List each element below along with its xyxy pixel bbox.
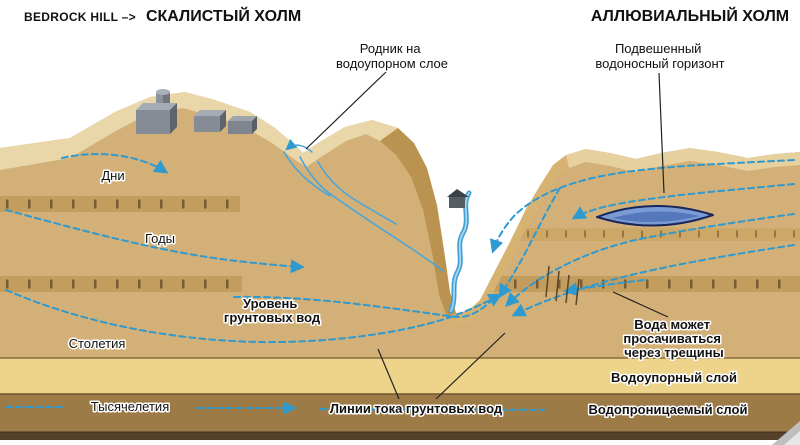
permeable-layer-band: [0, 394, 800, 432]
base-dark-band: [0, 432, 800, 440]
flow-line-years: [5, 209, 305, 274]
hut-body: [449, 197, 465, 208]
building-2-front: [194, 116, 220, 132]
water-table-line2: грунтовых вод: [224, 310, 321, 325]
stripe-left-1: [0, 196, 240, 212]
timescale-millennia: Тысячелетия: [91, 399, 169, 414]
hut: [447, 189, 469, 208]
spring-callout-line1: Родник на: [360, 41, 422, 56]
flow-line-right-1: [489, 159, 795, 254]
timescale-centuries: Столетия: [69, 336, 126, 351]
creek-branch-3: [351, 197, 397, 225]
building-1-side: [170, 103, 177, 134]
permeable-label: Водопроницаемый слой: [589, 402, 748, 417]
terrain: [0, 92, 800, 440]
flow-lines-label: Линии тока грунтовых вод: [330, 401, 503, 416]
lens-core: [612, 211, 700, 223]
timescale-years: Годы: [145, 231, 175, 246]
crack-4: [575, 278, 580, 306]
title-right: АЛЛЮВИАЛЬНЫЙ ХОЛМ: [591, 6, 789, 25]
silo-shade: [163, 92, 170, 112]
spring-pointer-line: [305, 71, 387, 150]
title-left: BEDROCK HILL –> СКАЛИСТЫЙ ХОЛМ: [24, 6, 301, 25]
building-2-side: [220, 110, 226, 132]
creek-main: [299, 156, 444, 272]
seep-pointer-line: [612, 291, 669, 318]
perched-aquifer-lens: [596, 204, 714, 227]
seep-line2: просачиваться: [623, 331, 721, 346]
stripe-left-2: [0, 276, 242, 292]
building-3-roof: [228, 116, 257, 121]
spring-creek: [283, 138, 444, 272]
creek-branch-1: [317, 161, 353, 199]
flow-line-right-4: [511, 244, 795, 317]
timescale-days: Дни: [101, 168, 124, 183]
aquitard-layer-band: [0, 358, 800, 394]
perched-callout: Подвешенный водоносный горизонт: [595, 41, 724, 71]
seep-line3: через трещины: [624, 345, 723, 360]
buildings: [136, 89, 257, 134]
water-table-label: Уровень грунтовых вод: [224, 296, 321, 325]
silo-top: [156, 89, 170, 95]
stream: [448, 190, 472, 314]
seep-line1: Вода может: [634, 317, 710, 332]
flow-line-right-slope: [498, 187, 561, 299]
perched-callout-line2: водоносный горизонт: [595, 56, 724, 71]
crack-1: [545, 265, 550, 298]
building-3-front: [228, 121, 252, 134]
flow-label-pointer-1: [377, 348, 400, 400]
building-2-roof: [194, 110, 226, 116]
stream-highlight: [450, 192, 470, 312]
perched-callout-line1: Подвешенный: [615, 41, 702, 56]
cracks: [545, 265, 580, 306]
pointer-lines: [305, 71, 669, 400]
title-left-prefix: BEDROCK HILL –>: [24, 10, 136, 24]
flow-label-pointer-2: [435, 332, 506, 400]
cross-section-face: [0, 92, 800, 440]
seep-callout: Вода может просачиваться через трещины: [623, 317, 724, 360]
valley-slope-right-shade: [456, 155, 569, 324]
creek-branch-2: [283, 151, 331, 197]
seep-flow-line: [563, 279, 645, 297]
crack-2: [555, 270, 560, 302]
flow-lines: [5, 153, 795, 415]
perched-pointer-line: [658, 72, 665, 194]
building-3-side: [252, 116, 257, 134]
valley-slope-left-shade: [380, 128, 456, 317]
title-left-main: СКАЛИСТЫЙ ХОЛМ: [146, 6, 301, 25]
spring-callout: Родник на водоупорном слое: [336, 41, 448, 71]
stripe-right-2: [505, 228, 800, 241]
labels: BEDROCK HILL –> СКАЛИСТЫЙ ХОЛМ АЛЛЮВИАЛЬ…: [24, 6, 789, 419]
strata: [0, 92, 800, 440]
flow-line-centuries: [5, 289, 503, 344]
watermark: [772, 421, 800, 445]
flow-line-right-3: [505, 213, 795, 307]
spring-discharge-arrow: [285, 138, 313, 153]
water-table-line1: Уровень: [243, 296, 297, 311]
flow-line-days: [61, 153, 169, 174]
aquitard-label: Водоупорный слой: [611, 370, 737, 385]
spring-callout-line2: водоупорном слое: [336, 56, 448, 71]
watermark-triangle-inner: [784, 431, 800, 445]
hut-roof: [447, 189, 469, 197]
water-table-line: [233, 295, 494, 319]
building-1-front: [136, 110, 170, 134]
flow-line-millennia-c: [319, 408, 545, 411]
building-1-roof: [136, 103, 177, 110]
crack-3: [565, 274, 570, 304]
flow-line-right-2: [571, 183, 795, 220]
